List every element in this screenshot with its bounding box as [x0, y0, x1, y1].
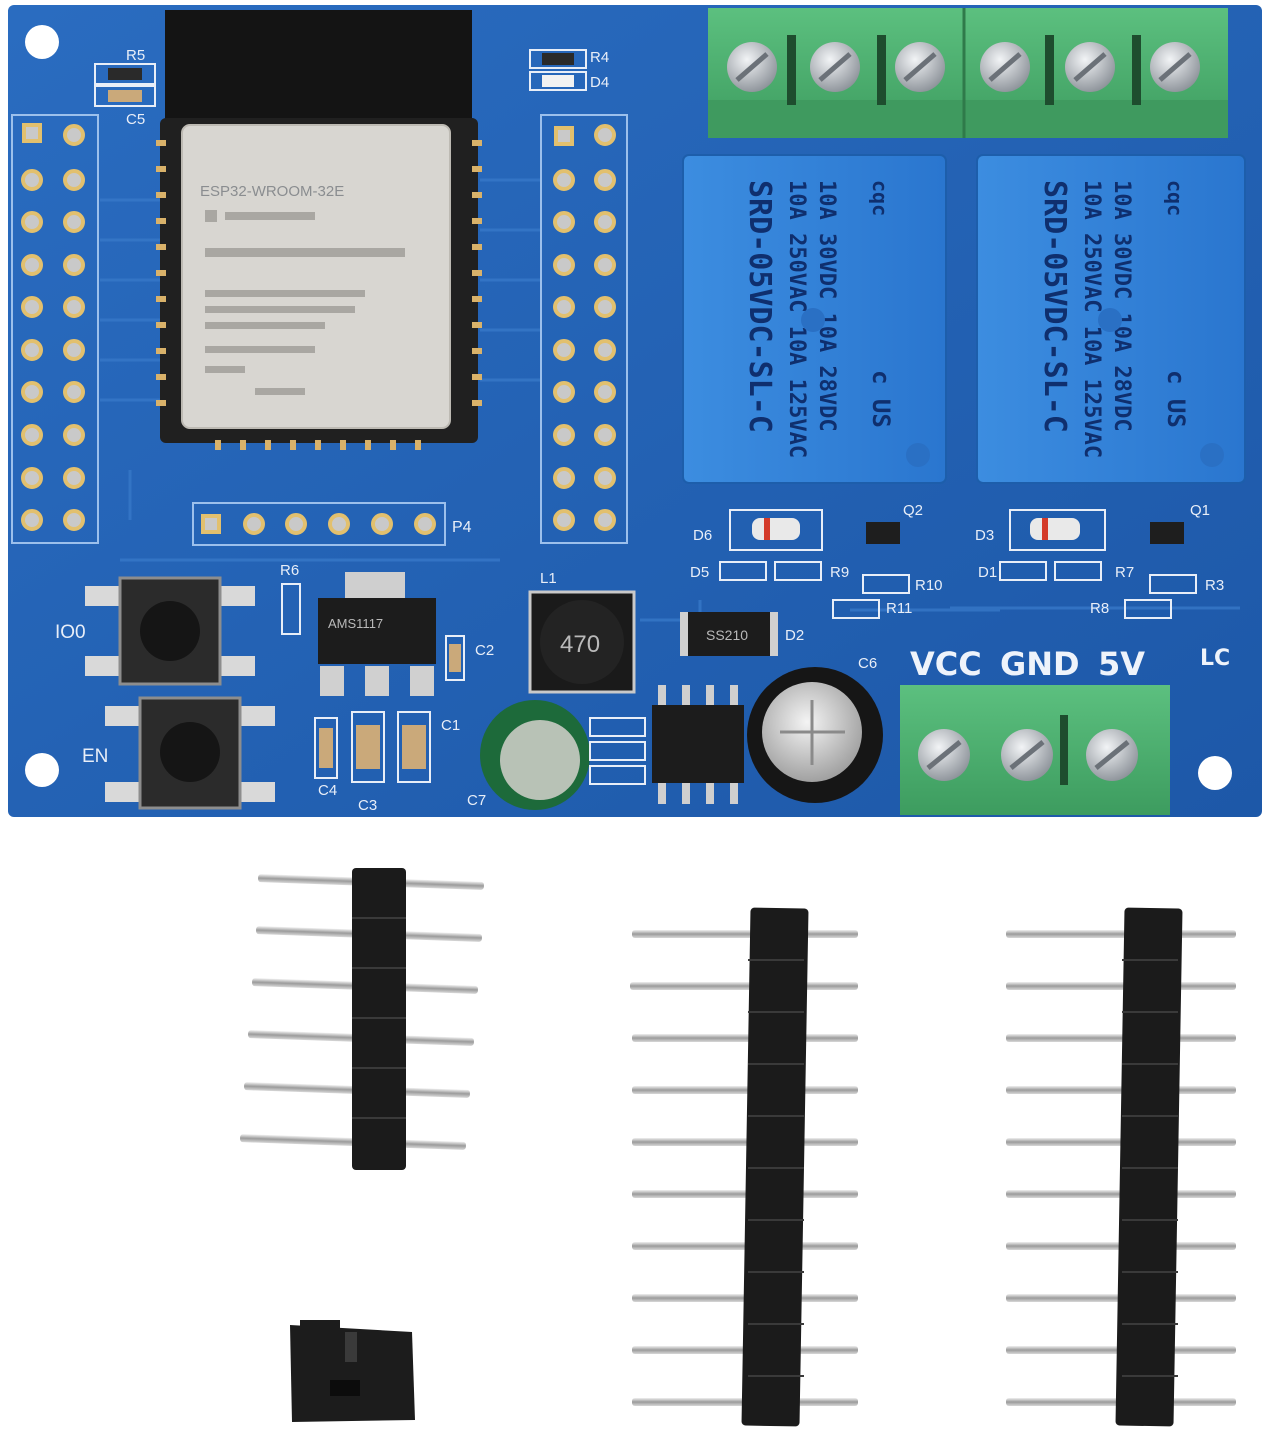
- smd-r4-d4: R4 D4: [529, 49, 609, 91]
- relay-1-model: SRD-05VDC-SL-C: [742, 180, 777, 433]
- capacitor-c7: C7: [467, 700, 590, 810]
- inductor-l1: 470 L1: [528, 570, 636, 694]
- right-pin-header: [540, 114, 628, 544]
- inductor-marking: 470: [560, 631, 600, 658]
- label-r4: R4: [590, 49, 609, 66]
- p4-header: P4: [192, 502, 472, 546]
- jumper-cap: [290, 1320, 415, 1422]
- label-r5: R5: [126, 47, 145, 64]
- label-l1: L1: [540, 570, 557, 587]
- label-q1: Q1: [1190, 502, 1210, 519]
- io0-button: IO0: [55, 576, 255, 686]
- label-io0: IO0: [55, 622, 86, 643]
- label-c3: C3: [358, 797, 377, 814]
- mounting-hole: [1198, 756, 1232, 790]
- label-gnd: GND: [1000, 645, 1080, 683]
- label-r3: R3: [1205, 577, 1224, 594]
- relay-board: ESP32-WROOM-32E: [8, 5, 1262, 817]
- label-c7: C7: [467, 792, 486, 809]
- esp32-shield: [181, 124, 451, 429]
- label-5v: 5V: [1098, 645, 1145, 683]
- label-r10: R10: [915, 577, 943, 594]
- relay-2-approval: c US: [1162, 370, 1190, 428]
- smd-r5-c5: R5 C5: [94, 47, 156, 128]
- label-q2: Q2: [903, 502, 923, 519]
- label-d6: D6: [693, 527, 712, 544]
- esp32-marking: ESP32-WROOM-32E: [200, 183, 344, 200]
- relay-2-rating-dc: 10A 30VDC 10A 28VDC: [1109, 180, 1134, 432]
- diode-marking: SS210: [706, 627, 748, 643]
- label-c1: C1: [441, 717, 460, 734]
- label-c4: C4: [318, 782, 337, 799]
- capacitor-c6: C6: [747, 655, 883, 803]
- relay-1: SRD-05VDC-SL-C 10A 250VAC 10A 125VAC 10A…: [682, 154, 947, 484]
- label-c2: C2: [475, 642, 494, 659]
- label-d5: D5: [690, 564, 709, 581]
- left-pin-header: [11, 114, 99, 544]
- label-en: EN: [82, 746, 108, 767]
- label-vcc: VCC: [910, 645, 982, 683]
- label-r9: R9: [830, 564, 849, 581]
- label-r8: R8: [1090, 600, 1109, 617]
- relay-1-approval: c US: [867, 370, 895, 428]
- label-r7: R7: [1115, 564, 1134, 581]
- relay-2: SRD-05VDC-SL-C 10A 250VAC 10A 125VAC 10A…: [976, 154, 1246, 484]
- relay-terminal-block: [708, 8, 1228, 138]
- label-r6: R6: [280, 562, 299, 579]
- label-d3: D3: [975, 527, 994, 544]
- en-button: EN: [82, 696, 275, 810]
- label-r11: R11: [886, 600, 912, 617]
- header-10pin-b: [1006, 907, 1236, 1427]
- label-d1: D1: [978, 564, 997, 581]
- label-c5: C5: [126, 111, 145, 128]
- smd-capacitors: C4 C3 C1: [314, 711, 460, 814]
- relay-driver-parts: D6 D3 Q2 Q1 D5 D1 R9 R7 R10 R3 R11 R8: [690, 502, 1224, 619]
- relay-2-model: SRD-05VDC-SL-C: [1037, 180, 1072, 433]
- diode-d2: SS210 D2: [680, 612, 804, 656]
- esp32-module: ESP32-WROOM-32E: [156, 10, 482, 450]
- label-d2: D2: [785, 627, 804, 644]
- label-p4: P4: [452, 519, 472, 536]
- soic-chip: [589, 685, 744, 804]
- power-terminal-block: VCC GND 5V: [900, 645, 1170, 815]
- relay-1-brand: cqc: [868, 180, 892, 216]
- header-6pin: [240, 868, 484, 1170]
- relay-2-brand: cqc: [1163, 180, 1187, 216]
- voltage-regulator: AMS1117 R6 C2: [280, 562, 494, 696]
- label-c6: C6: [858, 655, 877, 672]
- regulator-marking: AMS1117: [328, 616, 383, 631]
- mounting-hole: [25, 25, 59, 59]
- relay-1-rating-dc: 10A 30VDC 10A 28VDC: [814, 180, 839, 432]
- header-10pin-a: [630, 907, 858, 1427]
- label-d4: D4: [590, 74, 609, 91]
- mounting-hole: [25, 753, 59, 787]
- label-lc: LC: [1200, 646, 1230, 671]
